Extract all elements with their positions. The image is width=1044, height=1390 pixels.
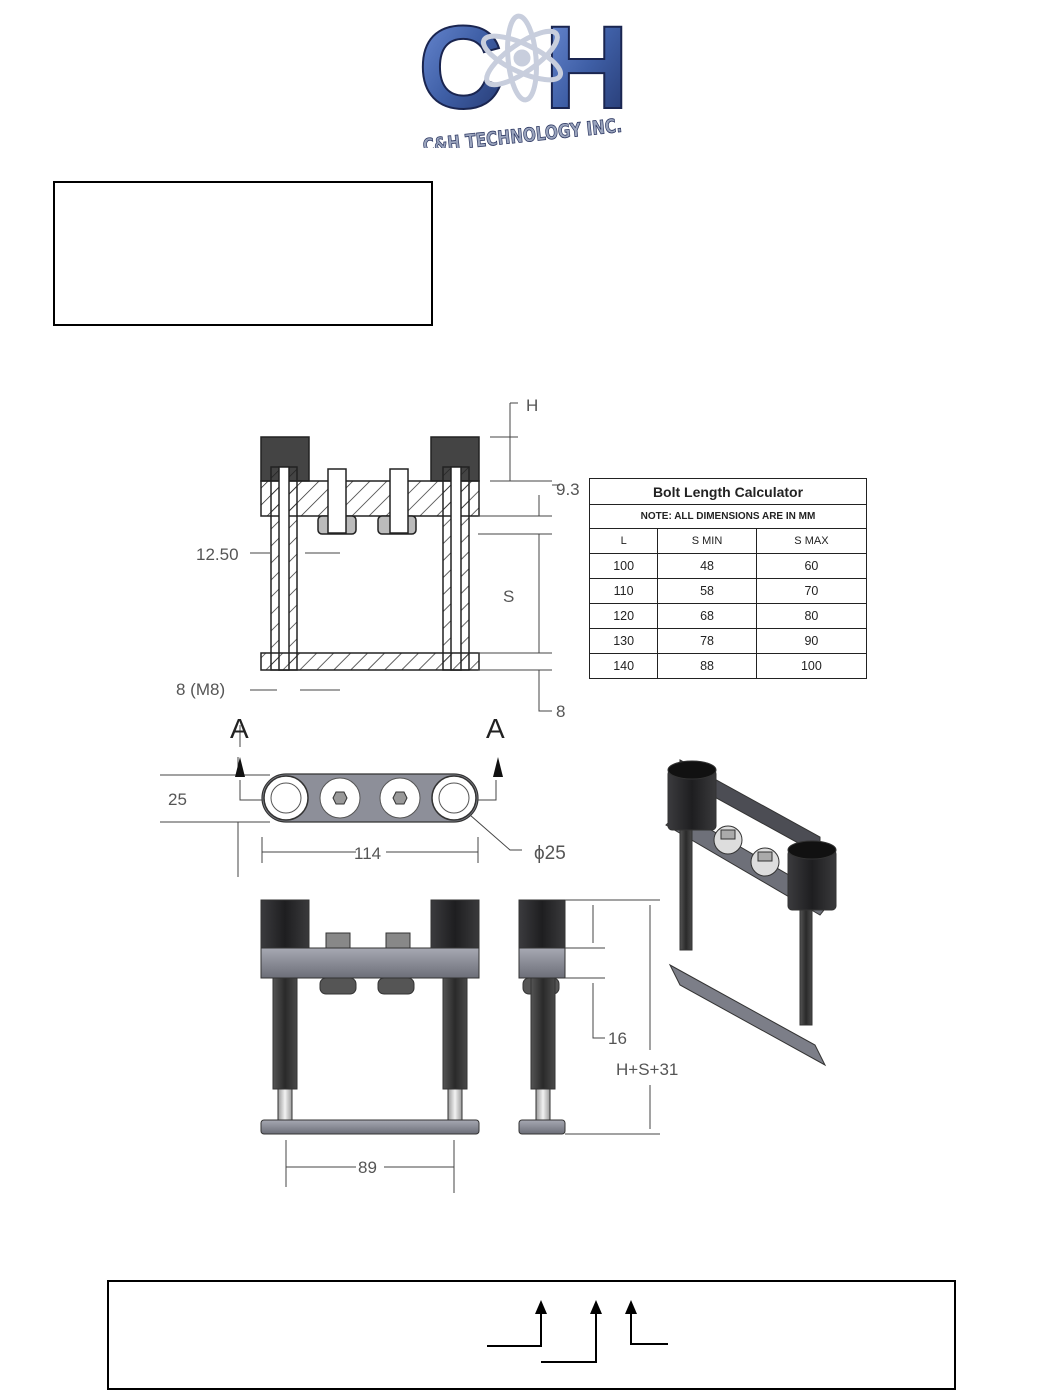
table-cell: 140 [588, 653, 659, 679]
table-cell: 80 [755, 603, 868, 629]
table-cell: 48 [657, 553, 757, 579]
side-view-dim-lines [565, 899, 660, 1135]
side-view [518, 899, 566, 1135]
table-header-row: L S MIN S MAX [588, 528, 868, 554]
dim-h-label: H [526, 396, 538, 415]
table-cell: 88 [657, 653, 757, 679]
table-cell: 100 [755, 653, 868, 679]
dim-insulator-height-label: 16 [608, 1029, 627, 1048]
dim-rod-spacing-label: 89 [358, 1158, 377, 1177]
table-cell: 130 [588, 628, 659, 654]
table-cell: 60 [755, 553, 868, 579]
table-cell: 58 [657, 578, 757, 604]
dim-length-label: 114 [354, 844, 381, 863]
dim-top-thickness-label: 9.3 [556, 480, 580, 499]
table-title: Bolt Length Calculator [589, 478, 867, 505]
front-view [260, 899, 480, 1135]
table-note: NOTE: ALL DIMENSIONS ARE IN MM [589, 504, 867, 529]
table-row: 130 78 90 [588, 628, 868, 654]
arrow-up-icon [535, 1300, 637, 1314]
table-cell: 120 [588, 603, 659, 629]
table-cell: 70 [755, 578, 868, 604]
front-view-dim-lines [285, 1140, 455, 1193]
table-row: 110 58 70 [588, 578, 868, 604]
table-header-cell: S MIN [657, 528, 757, 554]
table-cell: 90 [755, 628, 868, 654]
info-box [53, 181, 433, 326]
table-header-cell: S MAX [755, 528, 868, 554]
section-label-right: A [486, 713, 505, 744]
dim-thread-label: 8 (M8) [176, 680, 225, 699]
dim-width-label: 25 [168, 790, 187, 809]
table-cell: 78 [657, 628, 757, 654]
table-cell: 68 [657, 603, 757, 629]
ordering-code-leader-lines [487, 1300, 668, 1363]
top-view [261, 773, 479, 823]
section-label-left: A [230, 713, 249, 744]
ordering-code-box [107, 1280, 956, 1390]
table-row: 100 48 60 [588, 553, 868, 579]
table-row: 140 88 100 [588, 653, 868, 679]
dim-rod-diameter-label: 12.50 [196, 545, 239, 564]
company-logo: C H C&H TECHNOLOGY INC. [418, 2, 628, 148]
table-row: 120 68 80 [588, 603, 868, 629]
section-dim-lines [250, 402, 560, 712]
table-cell: 110 [588, 578, 659, 604]
dim-overall-height-label: H+S+31 [616, 1060, 678, 1079]
dim-bore-label: ϕ25 [534, 843, 566, 864]
table-cell: 100 [588, 553, 659, 579]
table-header-cell: L [588, 528, 659, 554]
atom-icon [480, 13, 564, 103]
dim-spacing-label: S [503, 587, 514, 606]
section-view [260, 436, 480, 671]
section-arrow-icons [235, 757, 503, 777]
dim-base-thickness-label: 8 [556, 702, 565, 721]
isometric-view [665, 759, 837, 1067]
bolt-length-table: Bolt Length Calculator NOTE: ALL DIMENSI… [588, 478, 868, 679]
